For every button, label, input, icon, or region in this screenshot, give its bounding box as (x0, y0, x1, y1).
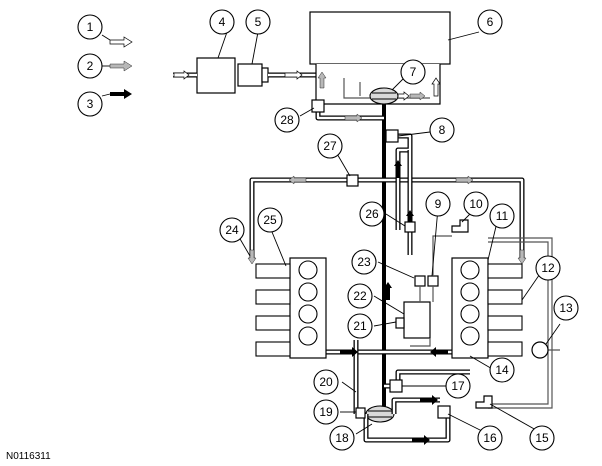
connector-28 (311, 99, 325, 113)
callout-19: 19 (313, 399, 339, 425)
right-cylinder-bank (451, 257, 523, 359)
svg-text:19: 19 (319, 405, 333, 419)
reference-code: N0116311 (6, 451, 51, 462)
svg-text:21: 21 (353, 319, 367, 333)
callout-12: 12 (535, 255, 561, 281)
svg-text:7: 7 (410, 65, 417, 79)
connector-27 (346, 174, 359, 187)
callout-22: 22 (347, 283, 373, 309)
svg-text:22: 22 (353, 289, 367, 303)
couplers (365, 87, 399, 423)
svg-text:2: 2 (87, 59, 94, 73)
callout-27: 27 (317, 133, 343, 159)
maf-connector (261, 67, 269, 83)
callout-10: 10 (463, 191, 489, 217)
connector-26 (404, 221, 416, 233)
connector-23b (427, 275, 439, 287)
left-cylinder-bank (255, 257, 327, 359)
svg-text:27: 27 (323, 139, 337, 153)
legend-vapor-arrow (110, 89, 132, 99)
svg-text:18: 18 (335, 431, 349, 445)
connector-19 (355, 407, 366, 419)
callout-3: 3 (77, 91, 103, 117)
callout-9: 9 (425, 191, 451, 217)
callout-16: 16 (477, 425, 503, 451)
svg-text:15: 15 (535, 431, 549, 445)
callout-26: 26 (359, 201, 385, 227)
callout-1: 1 (77, 14, 103, 40)
svg-text:25: 25 (263, 213, 277, 227)
callout-11: 11 (489, 203, 515, 229)
callouts: 1 2 3 4 5 6 7 8 9 10 11 12 13 14 15 16 1… (77, 9, 579, 451)
callout-5: 5 (245, 9, 271, 35)
svg-text:12: 12 (541, 261, 555, 275)
separator-port (395, 317, 405, 329)
svg-text:4: 4 (219, 15, 226, 29)
svg-text:5: 5 (255, 15, 262, 29)
callout-13: 13 (553, 295, 579, 321)
svg-text:20: 20 (319, 375, 333, 389)
callout-15: 15 (529, 425, 555, 451)
svg-text:11: 11 (496, 209, 509, 223)
callout-23: 23 (351, 249, 377, 275)
svg-text:26: 26 (365, 207, 379, 221)
callout-21: 21 (347, 313, 373, 339)
svg-text:8: 8 (439, 123, 446, 137)
connector-8 (385, 129, 399, 143)
callout-25: 25 (257, 207, 283, 233)
callout-28: 28 (274, 107, 300, 133)
svg-text:1: 1 (87, 20, 94, 34)
svg-text:3: 3 (87, 97, 94, 111)
svg-text:16: 16 (483, 431, 497, 445)
callout-4: 4 (209, 9, 235, 35)
svg-text:10: 10 (469, 197, 483, 211)
svg-text:17: 17 (451, 379, 465, 393)
callout-24: 24 (219, 217, 245, 243)
air-filter-box (196, 57, 236, 94)
svg-text:14: 14 (495, 363, 509, 377)
fitting-10 (451, 219, 469, 233)
legend (101, 34, 133, 99)
sensor-13 (531, 341, 549, 359)
fitting-15 (475, 395, 493, 409)
svg-text:9: 9 (435, 197, 442, 211)
callout-14: 14 (489, 357, 515, 383)
legend-fresh-air-arrow (109, 36, 133, 48)
svg-text:23: 23 (357, 255, 371, 269)
callout-6: 6 (477, 9, 503, 35)
connector-23a (414, 275, 426, 287)
callout-2: 2 (77, 53, 103, 79)
intake-manifold-body (309, 11, 451, 65)
callout-7: 7 (400, 59, 426, 85)
svg-text:6: 6 (487, 15, 494, 29)
oil-separator (403, 301, 431, 339)
connector-16 (437, 405, 451, 419)
svg-text:28: 28 (280, 113, 294, 127)
callout-17: 17 (445, 373, 471, 399)
callout-8: 8 (429, 117, 455, 143)
maf-sensor (237, 63, 263, 87)
svg-text:24: 24 (225, 223, 239, 237)
svg-text:13: 13 (559, 301, 573, 315)
coupler-7 (369, 87, 399, 105)
callout-18: 18 (329, 425, 355, 451)
legend-mixed-arrow (109, 60, 133, 72)
leader-lines (217, 31, 561, 435)
callout-20: 20 (313, 369, 339, 395)
connector-17 (389, 379, 403, 393)
coupler-bottom (365, 405, 395, 423)
